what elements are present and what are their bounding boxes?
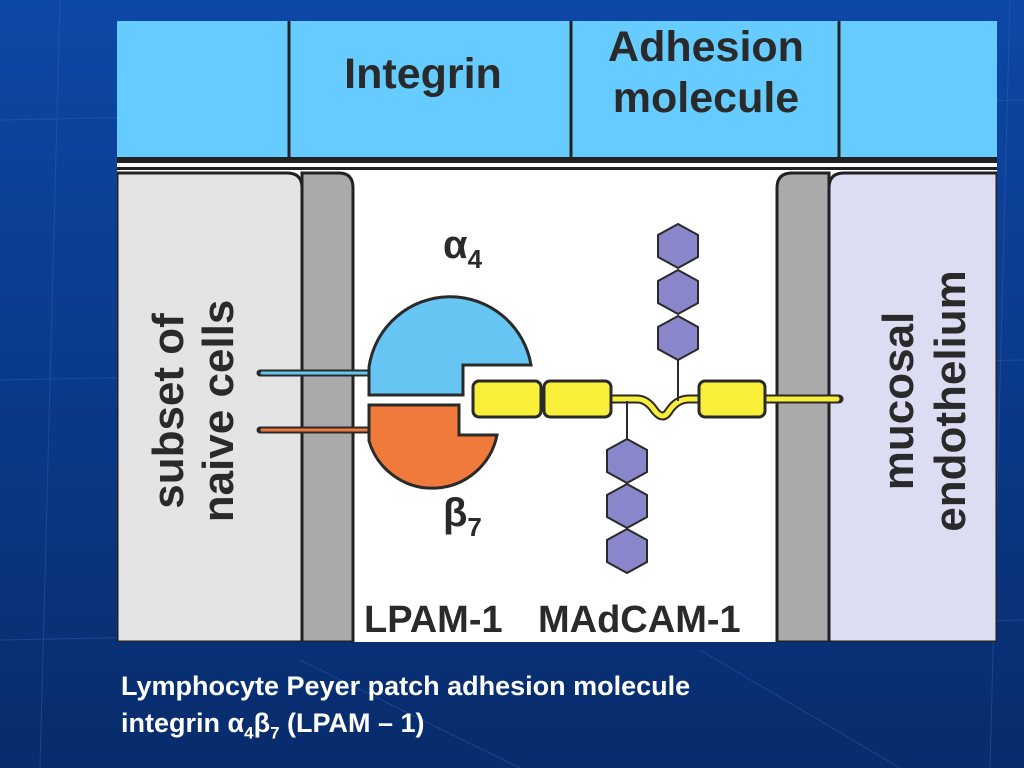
caption-line-1: Lymphocyte Peyer patch adhesion molecule [121,671,691,701]
caption-alpha-sub: 4 [244,723,254,743]
header-band [117,21,997,157]
integrin-header-label: Integrin [344,50,502,98]
glycan-hexagon [606,527,648,575]
alpha4-symbol: α [443,223,468,267]
caption-prefix: integrin [121,708,228,738]
lpam-madcam-diagram: Integrin Adhesion molecule subset of nai… [117,21,997,642]
glycan-hexagon [657,314,699,362]
alpha4-label: α4 [443,223,483,274]
caption-beta: β [253,708,271,738]
slide-caption: Lymphocyte Peyer patch adhesion molecule… [121,668,981,742]
endothelium-label-line2: endothelium [926,270,975,532]
endothelium-region [827,171,997,642]
lpam-label: LPAM-1 [364,599,503,641]
beta7-index: 7 [467,512,481,542]
naive-cells-label-line2: naive cells [194,300,243,523]
alpha4-index: 4 [468,244,483,274]
madcam-mucin-hinge-fill [604,396,704,419]
adhesion-header-line1: Adhesion [608,23,804,71]
beta7-label: β7 [443,491,482,542]
madcam-domain-1 [471,379,543,419]
naive-cells-label-line1: subset of [144,313,193,509]
alpha4-subunit [367,295,533,397]
endothelium-label-line1: mucosal [874,312,923,491]
header-lower-stripe [117,167,997,170]
beta7-subunit [367,403,499,490]
endothelial-membrane [775,171,831,642]
madcam-label: MAdCAM-1 [538,599,741,641]
header-white-gap [117,163,997,167]
madcam-domain-2 [542,379,613,419]
glycan-hexagon [657,268,699,316]
lymphocyte-membrane [300,171,355,642]
madcam-domain-3 [697,379,767,419]
caption-suffix: (LPAM – 1) [279,708,425,738]
glycan-hexagon [606,437,648,485]
adhesion-header-line2: molecule [613,74,799,122]
caption-line-2: integrin α4β7 (LPAM – 1) [121,705,981,742]
caption-alpha: α [227,708,245,738]
glycan-hexagon [657,222,699,270]
glycan-hexagon [606,482,648,530]
beta7-symbol: β [443,491,467,535]
header-bottom-stripe [117,157,997,163]
caption-beta-sub: 7 [270,723,280,743]
